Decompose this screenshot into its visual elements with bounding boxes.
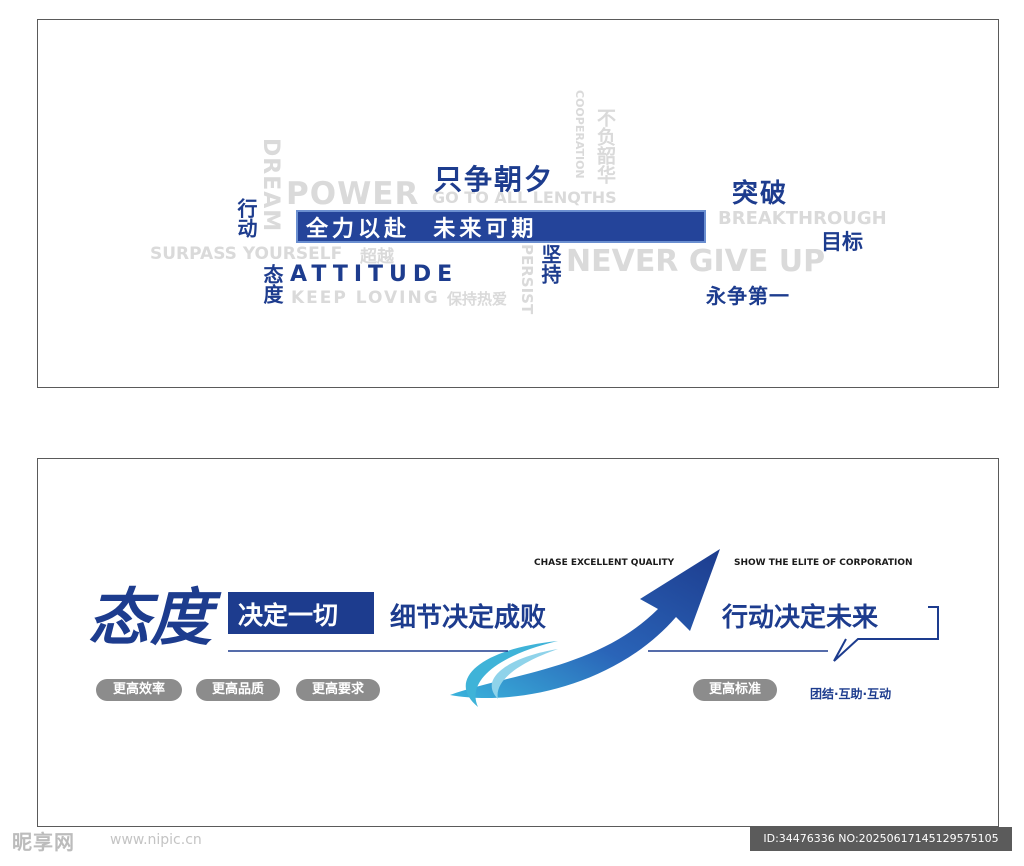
surpass-cn-text: 超越 [360, 247, 394, 267]
keep-loving-text: KEEP LOVING [291, 288, 440, 308]
slogan-seize-day: 只争朝夕 [434, 163, 555, 196]
image-id-bar: ID:34476336 NO:20250617145129575105 [750, 827, 1012, 851]
keep-loving-cn-text: 保持热爱 [447, 290, 508, 308]
teamwork-text: 团结·互助·互动 [810, 687, 892, 701]
decides-everything-text: 决定一切 [238, 601, 339, 630]
decides-everything-box [228, 592, 374, 634]
surpass-text: SURPASS YOURSELF [150, 244, 343, 264]
arrow-body [450, 549, 720, 699]
breakthrough-en-text: BREAKTHROUGH [718, 208, 887, 229]
power-text: POWER [286, 176, 420, 212]
go-all-lengths-text: GO TO ALL LENQTHS [432, 188, 617, 207]
pill-standard: 更高标准 [693, 679, 777, 701]
bottom-panel: 态度 决定一切 细节决定成败 行动决定未来 CHASE EXCELLENT QU… [37, 458, 999, 827]
cooperation-text: COOPERATION [573, 90, 586, 179]
persist-en-text: PERSIST [518, 244, 536, 315]
action-slogan: 行动决定未来 [722, 603, 879, 633]
pill-quality: 更高品质 [196, 679, 280, 701]
breakthrough-text: 突破 [732, 179, 789, 209]
show-elite-text: SHOW THE ELITE OF CORPORATION [734, 558, 913, 568]
forever-first-text: 永争第一 [706, 284, 790, 308]
big-title: 态度 [88, 581, 213, 654]
attitude-vertical: 态度 [260, 264, 284, 304]
never-give-up-text: NEVER GIVE UP [566, 244, 826, 279]
persist-vertical: 坚持 [538, 244, 562, 284]
action-vertical: 行动 [234, 198, 258, 238]
live-up-text: 不负韶华 [594, 108, 616, 184]
site-url: www.nipic.cn [110, 832, 202, 848]
pill-efficiency: 更高效率 [96, 679, 182, 701]
slogan-box-text: 全力以赴 未来可期 [306, 217, 538, 242]
details-slogan: 细节决定成败 [390, 603, 547, 633]
rising-arrow-graphic [228, 549, 939, 707]
site-logo: 昵享网 [12, 830, 75, 854]
arrow-swoosh [465, 641, 558, 707]
pill-requirement: 更高要求 [296, 679, 380, 701]
speech-bracket [833, 606, 939, 662]
arrow-swoosh-inner [491, 649, 558, 699]
attitude-en-text: ATTITUDE [290, 262, 459, 287]
dream-text: DREAM [258, 138, 283, 233]
slogan-box [296, 210, 706, 243]
chase-quality-text: CHASE EXCELLENT QUALITY [534, 558, 675, 568]
top-panel: DREAM POWER GO TO ALL LENQTHS COOPERATIO… [37, 19, 999, 388]
target-text: 目标 [821, 230, 863, 254]
